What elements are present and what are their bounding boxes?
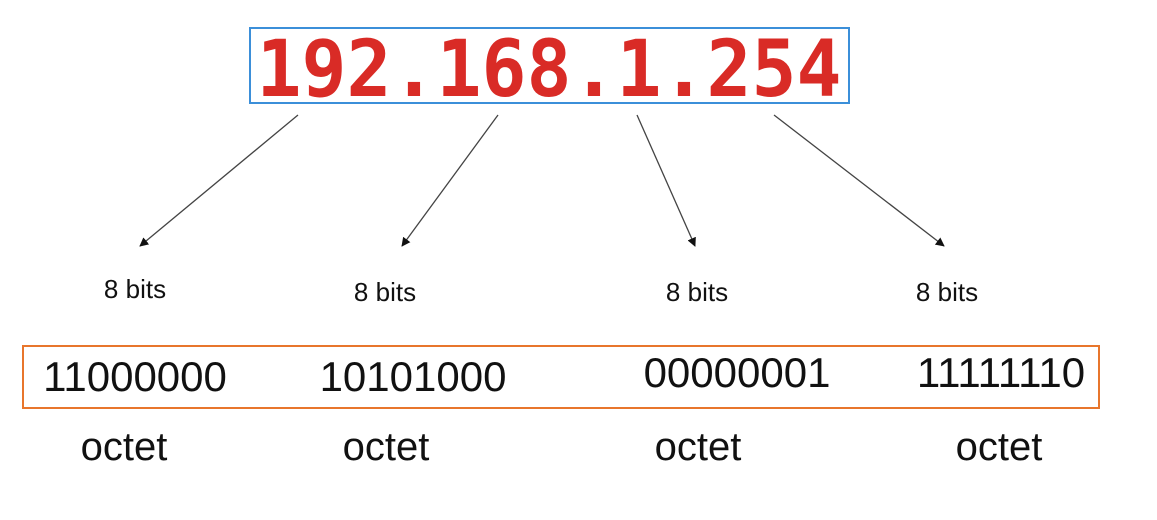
arrow-octet-2 (401, 114, 499, 247)
arrow-octet-1 (139, 114, 299, 247)
bits-label-1: 8 bits (104, 274, 166, 304)
arrow-octet-3 (636, 114, 696, 247)
ip-address-box (249, 27, 850, 104)
binary-octet-1: 11000000 (43, 353, 227, 400)
binary-box (22, 345, 1100, 409)
octet-label-2: octet (343, 425, 430, 469)
binary-octet-4: 11111110 (917, 349, 1085, 396)
octet-label-1: octet (81, 425, 168, 469)
arrow-octet-4 (773, 114, 945, 247)
binary-octet-3: 00000001 (644, 349, 831, 396)
binary-octet-2: 10101000 (320, 353, 507, 400)
bits-label-2: 8 bits (354, 277, 416, 307)
bits-label-4: 8 bits (916, 277, 978, 307)
octet-label-4: octet (956, 425, 1043, 469)
bits-label-3: 8 bits (666, 277, 728, 307)
octet-label-3: octet (655, 425, 742, 469)
ip-address-text: 192.168.1.254 (257, 25, 842, 115)
